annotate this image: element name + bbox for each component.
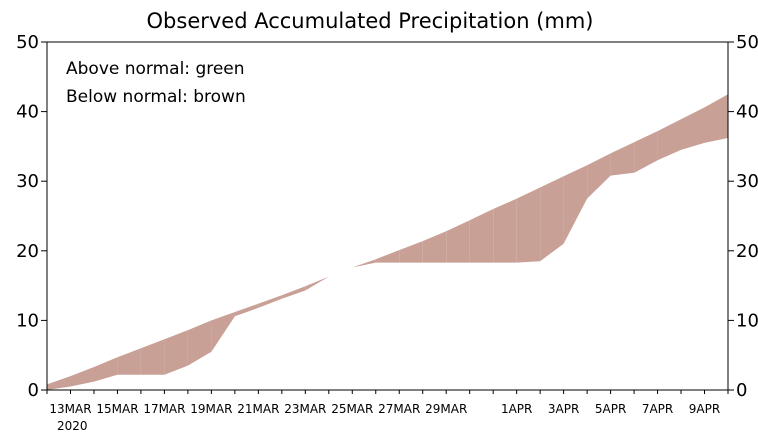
y-axis-right: 0 10 20 30 40 50: [728, 32, 758, 401]
x-tick-label: 19MAR: [190, 402, 232, 416]
year-label: 2020: [57, 419, 88, 433]
difference-area-segment: [258, 295, 282, 308]
y-tick-label: 10: [16, 310, 39, 331]
difference-area-segment: [493, 198, 517, 263]
y-tick-label: 10: [736, 310, 758, 331]
x-tick-label: 29MAR: [425, 402, 467, 416]
difference-area-segment: [352, 259, 376, 268]
x-tick-label: 27MAR: [378, 402, 420, 416]
y-tick-label: 30: [736, 171, 758, 192]
difference-area-segment: [47, 376, 71, 390]
y-tick-label: 20: [16, 241, 39, 262]
x-tick-label: 7APR: [642, 402, 673, 416]
difference-area-segment: [540, 176, 564, 262]
y-tick-label: 40: [736, 102, 758, 123]
y-tick-label: 50: [16, 32, 39, 53]
y-tick-label: 0: [736, 380, 747, 401]
x-tick-label: 1APR: [501, 402, 532, 416]
x-tick-label: 3APR: [548, 402, 579, 416]
difference-area-segment: [634, 131, 658, 173]
difference-area-segment: [211, 312, 235, 352]
x-tick-label: 25MAR: [331, 402, 373, 416]
y-tick-label: 20: [736, 241, 758, 262]
difference-area-segment: [704, 94, 728, 143]
difference-area-segment: [328, 267, 353, 277]
y-tick-label: 50: [736, 32, 758, 53]
difference-area-segment: [117, 348, 141, 375]
x-tick-label: 21MAR: [237, 402, 279, 416]
x-tick-label: 17MAR: [143, 402, 185, 416]
difference-area-segment: [305, 276, 329, 291]
difference-area-segment: [281, 286, 306, 299]
x-tick-label: 23MAR: [284, 402, 326, 416]
difference-area-segment: [422, 231, 447, 263]
x-tick-label: 5APR: [595, 402, 626, 416]
legend-below-normal: Below normal: brown: [66, 87, 246, 107]
difference-area-segment: [657, 119, 681, 161]
y-tick-label: 0: [28, 380, 39, 401]
difference-area-segment: [70, 367, 94, 387]
difference-area-segment: [187, 320, 212, 366]
difference-area-segment: [610, 142, 635, 176]
difference-area-segment: [587, 153, 611, 199]
y-axis-left: 0 10 20 30 40 50: [16, 32, 47, 401]
difference-area-segment: [469, 209, 494, 263]
difference-area-segment: [516, 187, 541, 263]
x-tick-label: 15MAR: [96, 402, 138, 416]
difference-area-segment: [563, 165, 588, 244]
x-tick-label: 9APR: [689, 402, 720, 416]
difference-area-segment: [234, 303, 259, 317]
difference-area-segment: [681, 107, 705, 150]
difference-area-segment: [446, 220, 470, 263]
plot-frame: [46, 41, 729, 391]
legend-above-normal: Above normal: green: [66, 59, 245, 79]
difference-area-segment: [375, 250, 400, 263]
difference-area-segment: [140, 339, 165, 375]
difference-area-segment: [94, 357, 118, 382]
chart-title: Observed Accumulated Precipitation (mm): [147, 9, 594, 33]
y-tick-label: 30: [16, 171, 39, 192]
area-layer: [47, 94, 728, 390]
x-tick-label: 13MAR: [49, 402, 91, 416]
x-axis: 13MAR 15MAR 17MAR 19MAR 21MAR 23MAR 25MAR 27MAR…: [46, 390, 729, 416]
difference-area-segment: [164, 330, 188, 375]
difference-area-segment: [399, 241, 423, 263]
y-tick-label: 40: [16, 102, 39, 123]
